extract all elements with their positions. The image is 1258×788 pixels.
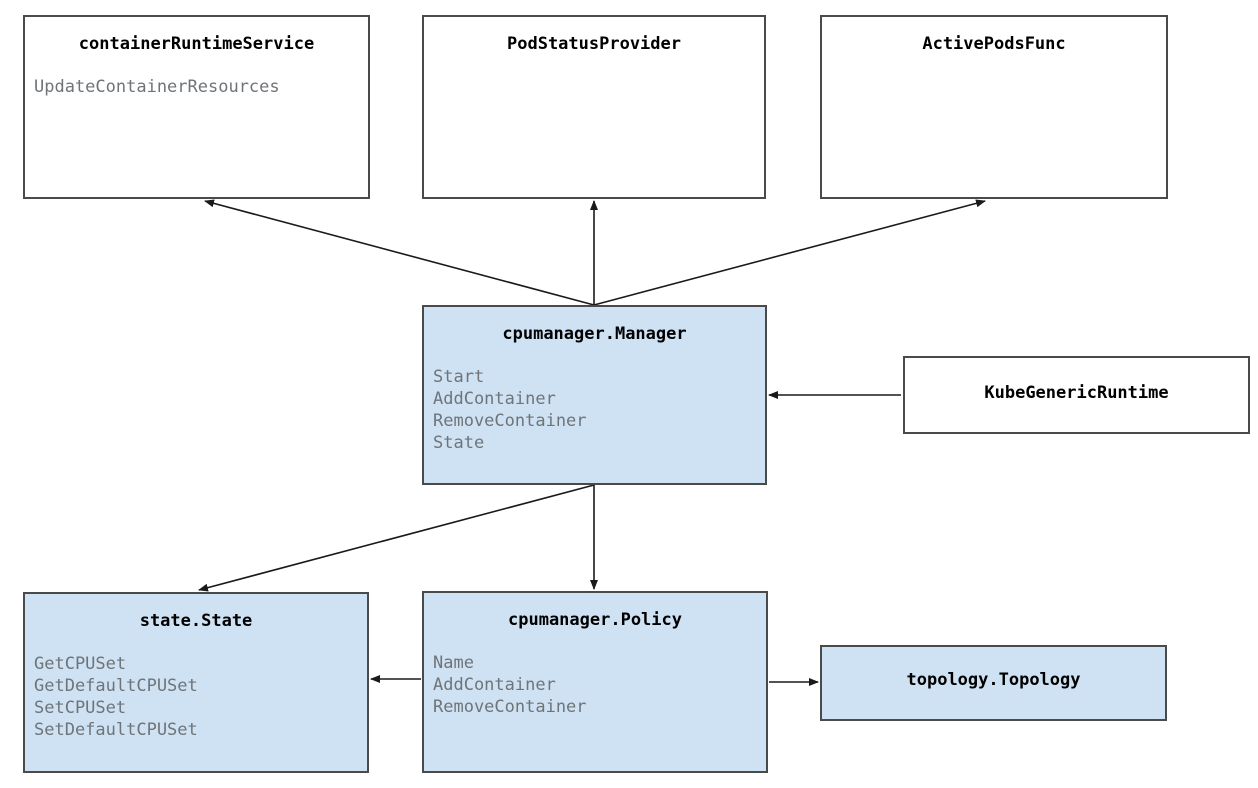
method-item: State: [433, 433, 485, 453]
method-item: AddContainer: [433, 675, 556, 695]
method-item: UpdateContainerResources: [34, 77, 280, 97]
node-title-pod-status-provider: PodStatusProvider: [507, 34, 681, 54]
node-kube-generic-runtime[interactable]: KubeGenericRuntime: [903, 356, 1250, 434]
node-methods-container-runtime-service: UpdateContainerResources: [34, 76, 368, 98]
node-methods-state-state: GetCPUSet GetDefaultCPUSet SetCPUSet Set…: [34, 653, 367, 741]
node-title-topology-topology: topology.Topology: [906, 670, 1081, 690]
method-item: RemoveContainer: [433, 697, 587, 717]
method-item: SetCPUSet: [34, 698, 127, 718]
node-methods-cpumanager-manager: Start AddContainer RemoveContainer State: [433, 366, 765, 454]
node-title-container-runtime-service: containerRuntimeService: [78, 34, 315, 54]
edge-manager-to-state: [198, 484, 595, 592]
node-title-state-state: state.State: [139, 611, 253, 631]
edge-manager-to-containerruntimeservice: [204, 199, 595, 306]
edge-manager-to-activepodsfunc: [593, 199, 986, 306]
node-title-cpumanager-manager: cpumanager.Manager: [502, 324, 687, 344]
node-topology-topology[interactable]: topology.Topology: [820, 645, 1167, 721]
method-item: Name: [433, 653, 474, 673]
node-title-kube-generic-runtime: KubeGenericRuntime: [984, 383, 1169, 403]
method-item: SetDefaultCPUSet: [34, 720, 198, 740]
method-item: AddContainer: [433, 389, 556, 409]
method-item: Start: [433, 367, 485, 387]
node-state-state[interactable]: state.State GetCPUSet GetDefaultCPUSet S…: [23, 592, 369, 773]
method-item: GetDefaultCPUSet: [34, 676, 198, 696]
node-title-active-pods-func: ActivePodsFunc: [922, 34, 1066, 54]
node-cpumanager-policy[interactable]: cpumanager.Policy Name AddContainer Remo…: [422, 591, 768, 773]
method-item: GetCPUSet: [34, 654, 127, 674]
node-methods-cpumanager-policy: Name AddContainer RemoveContainer: [433, 652, 766, 718]
method-item: RemoveContainer: [433, 411, 587, 431]
node-active-pods-func[interactable]: ActivePodsFunc: [820, 15, 1168, 199]
node-pod-status-provider[interactable]: PodStatusProvider: [422, 15, 766, 199]
node-title-cpumanager-policy: cpumanager.Policy: [508, 610, 682, 630]
node-cpumanager-manager[interactable]: cpumanager.Manager Start AddContainer Re…: [422, 305, 767, 485]
node-container-runtime-service[interactable]: containerRuntimeService UpdateContainerR…: [23, 15, 370, 199]
